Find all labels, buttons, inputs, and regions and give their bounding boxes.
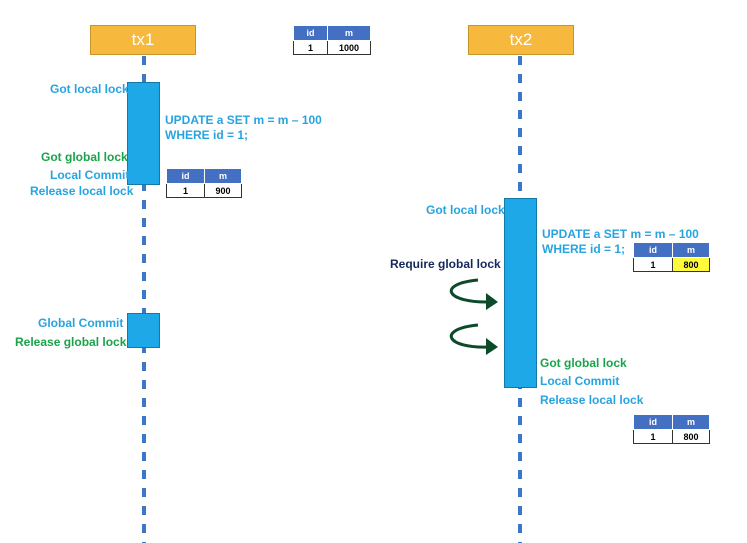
tx1-got-global-lock: Got global lock [41, 150, 128, 164]
tx1-sql-line1: UPDATE a SET m = m – 100 [165, 113, 322, 127]
initial-table-header-m: m [327, 25, 371, 41]
tx2-sql-line1: UPDATE a SET m = m – 100 [542, 227, 699, 241]
tx1-activation-local [127, 82, 160, 185]
tx2-pending-cell-m: 800 [672, 257, 710, 272]
retry-arrow-2-head [486, 338, 498, 355]
tx1-table-header-m: m [204, 168, 242, 184]
tx1-activation-global [127, 313, 160, 348]
tx2-sql-line2: WHERE id = 1; [542, 242, 626, 256]
retry-arrow-2 [449, 323, 491, 349]
initial-table-cell-id: 1 [293, 40, 328, 55]
initial-table-cell-m: 1000 [327, 40, 371, 55]
retry-arrow-1-head [486, 293, 498, 310]
tx2-header: tx2 [468, 25, 574, 55]
tx2-pending-cell-id: 1 [633, 257, 673, 272]
tx1-got-local-lock: Got local lock [50, 82, 129, 96]
tx2-pending-header-m: m [672, 242, 710, 258]
tx1-header: tx1 [90, 25, 196, 55]
tx1-release-local-lock: Release local lock [30, 184, 134, 198]
tx2-final-header-id: id [633, 414, 673, 430]
tx1-release-global-lock: Release global lock [15, 335, 127, 349]
tx2-pending-header-id: id [633, 242, 673, 258]
initial-table-header-id: id [293, 25, 328, 41]
tx2-got-global-lock: Got global lock [540, 356, 627, 370]
tx2-activation [504, 198, 537, 388]
tx1-local-commit: Local Commit [50, 168, 130, 182]
tx2-require-global-lock: Require global lock [390, 257, 501, 271]
tx2-got-local-lock: Got local lock [426, 203, 505, 217]
retry-arrow-1 [449, 278, 491, 304]
tx2-local-commit: Local Commit [540, 374, 620, 388]
tx2-final-header-m: m [672, 414, 710, 430]
tx1-table-header-id: id [166, 168, 205, 184]
tx2-final-cell-m: 800 [672, 429, 710, 444]
tx2-release-local-lock: Release local lock [540, 393, 644, 407]
tx1-table-cell-id: 1 [166, 183, 205, 198]
tx1-table-cell-m: 900 [204, 183, 242, 198]
tx2-final-cell-id: 1 [633, 429, 673, 444]
tx1-title: tx1 [131, 30, 155, 49]
tx2-title: tx2 [509, 30, 533, 49]
tx1-sql-line2: WHERE id = 1; [165, 128, 249, 142]
tx1-global-commit: Global Commit [38, 316, 124, 330]
